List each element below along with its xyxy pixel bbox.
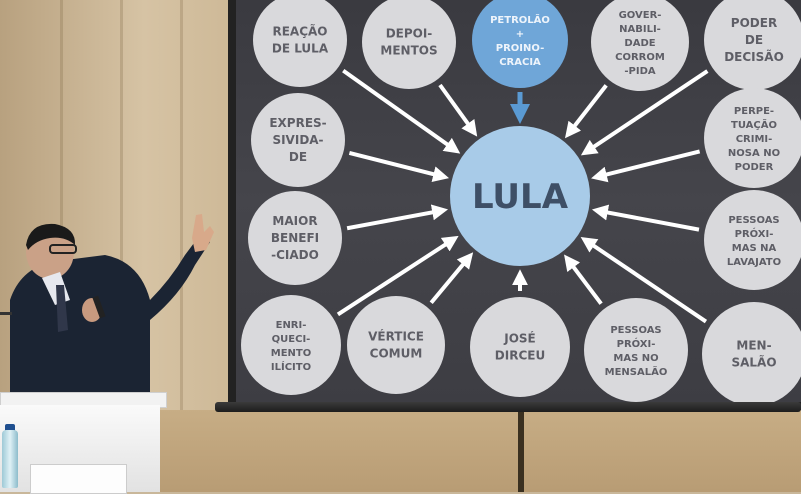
- bubble-label-line: CRACIA: [499, 57, 541, 68]
- node-circle: [241, 295, 341, 395]
- arrow-13: [580, 236, 708, 324]
- node-circle: [248, 191, 342, 285]
- arrow-2: [438, 83, 478, 137]
- bubble-label-line: VÉRTICE: [368, 329, 424, 344]
- water-bottle: [2, 430, 18, 488]
- arrow-6: [591, 149, 701, 183]
- node-circle: [584, 298, 688, 402]
- node-bubble-6: PERPE-TUAÇÃO CRIMI- NOSA NO PODER: [704, 88, 801, 188]
- bubble-label-line: CORROM: [615, 52, 665, 63]
- node-bubble-2: DEPOI- MENTOS: [362, 0, 456, 89]
- water-bottle-cap: [5, 424, 15, 432]
- bubble-label-line: DIRCEU: [495, 349, 545, 363]
- bubble-label-line: PROINO-: [496, 43, 544, 54]
- bubble-label-line: TUAÇÃO: [731, 118, 777, 131]
- arrow-4: [580, 69, 709, 156]
- bubble-label-line: GOVER-: [619, 10, 662, 21]
- bubble-label-line: DADE: [624, 38, 655, 49]
- top-circle: [472, 0, 568, 88]
- bubble-label-line: PESSOAS: [728, 215, 779, 226]
- bubble-label-line: REAÇÃO: [272, 24, 327, 39]
- bubble-label-line: +: [516, 29, 524, 40]
- bubble-label-line: PRÓXI-: [617, 337, 656, 350]
- node-circle: [702, 302, 801, 402]
- bubble-label-line: PRÓXI-: [735, 227, 774, 240]
- bubble-label-line: MAS NO: [613, 353, 658, 364]
- bubble-label-line: DE: [289, 150, 307, 164]
- bubble-label-line: JOSÉ: [503, 331, 536, 346]
- node-bubble-1: REAÇÃO DE LULA: [253, 0, 347, 87]
- arrow-3: [564, 84, 608, 139]
- bubble-label-line: NOSA NO: [728, 148, 780, 159]
- bubble-label-line: ENRI-: [276, 320, 307, 331]
- node-bubble-7: MAIOR BENEFI -CIADO: [248, 191, 342, 285]
- bubble-label-line: MENTO: [271, 348, 311, 359]
- node-circle: [347, 296, 445, 394]
- bubble-label-line: PETROLÃO: [490, 13, 550, 26]
- bubble-label-line: DECISÃO: [724, 49, 784, 64]
- center-label: LULA: [472, 177, 569, 217]
- bubble-label-line: MENSALÃO: [605, 365, 668, 378]
- bubble-label-line: PODER: [735, 162, 774, 173]
- bubble-label-line: BENEFI: [271, 231, 319, 245]
- node-circle: [470, 297, 570, 397]
- bubble-label-line: MAIOR: [272, 214, 317, 228]
- node-circle: [362, 0, 456, 89]
- bubble-label-line: DE: [745, 33, 763, 47]
- node-bubble-4: PODER DE DECISÃO: [704, 0, 801, 90]
- arrow-1: [342, 69, 461, 154]
- bubble-label-line: -CIADO: [271, 248, 319, 262]
- center-circle: [450, 126, 590, 266]
- projection-screen: REAÇÃO DE LULA DEPOI- MENTOS GOVER- NABILI- DA…: [236, 0, 801, 402]
- bubble-label-line: COMUM: [370, 347, 423, 361]
- bubble-label-line: PODER: [731, 16, 777, 30]
- node-bubble-11: JOSÉ DIRCEU: [470, 297, 570, 397]
- bubble-label-line: SALÃO: [731, 355, 776, 370]
- screen-bottom-bar: [215, 402, 801, 412]
- arrow-8: [591, 204, 700, 232]
- arrow-9: [336, 235, 459, 317]
- arrow-5: [348, 151, 450, 182]
- wall-stripe: [120, 0, 123, 492]
- bubble-label-line: -PIDA: [624, 66, 656, 77]
- node-bubble-10: VÉRTICE COMUM: [347, 296, 445, 394]
- podium-nameplate: [30, 464, 127, 494]
- top-bubble: PETROLÃO + PROINO- CRACIA: [472, 0, 568, 88]
- wall-stripe: [180, 0, 183, 492]
- bubble-label-line: PERPE-: [734, 106, 774, 117]
- bubble-label-line: DEPOI-: [386, 27, 433, 41]
- center-bubble: LULA: [450, 126, 590, 266]
- bubble-label-line: MENTOS: [380, 44, 437, 58]
- node-circle: [704, 190, 801, 290]
- node-circle: [253, 0, 347, 87]
- bubble-label-line: MAS NA: [732, 243, 777, 254]
- bubble-label-line: DE LULA: [272, 42, 329, 56]
- slide-diagram: REAÇÃO DE LULA DEPOI- MENTOS GOVER- NABILI- DA…: [241, 0, 801, 402]
- screen-pole: [518, 412, 524, 492]
- arrow-7: [346, 204, 449, 231]
- bubble-label-line: ILÍCITO: [271, 360, 311, 373]
- node-bubble-13: MEN- SALÃO: [702, 302, 801, 402]
- node-bubble-5: EXPRES- SIVIDA- DE: [251, 93, 345, 187]
- node-circle: [251, 93, 345, 187]
- bubble-label-line: PESSOAS: [610, 325, 661, 336]
- bubble-label-line: QUECI-: [272, 334, 311, 345]
- node-bubble-3: GOVER- NABILI- DADE CORROM -PIDA: [591, 0, 689, 91]
- bubble-label-line: CRIMI-: [736, 134, 773, 145]
- bubble-label-line: SIVIDA-: [272, 133, 323, 147]
- node-circle: [704, 88, 801, 188]
- node-circle: [704, 0, 801, 90]
- bubble-label-line: EXPRES-: [269, 116, 326, 130]
- bubble-label-line: LAVAJATO: [727, 257, 781, 268]
- node-circle: [591, 0, 689, 91]
- arrow-10: [429, 252, 474, 305]
- bubble-label-line: MEN-: [736, 339, 771, 353]
- bubble-label-line: NABILI-: [619, 24, 661, 35]
- arrow-12: [564, 254, 603, 305]
- presenter: [0, 214, 214, 395]
